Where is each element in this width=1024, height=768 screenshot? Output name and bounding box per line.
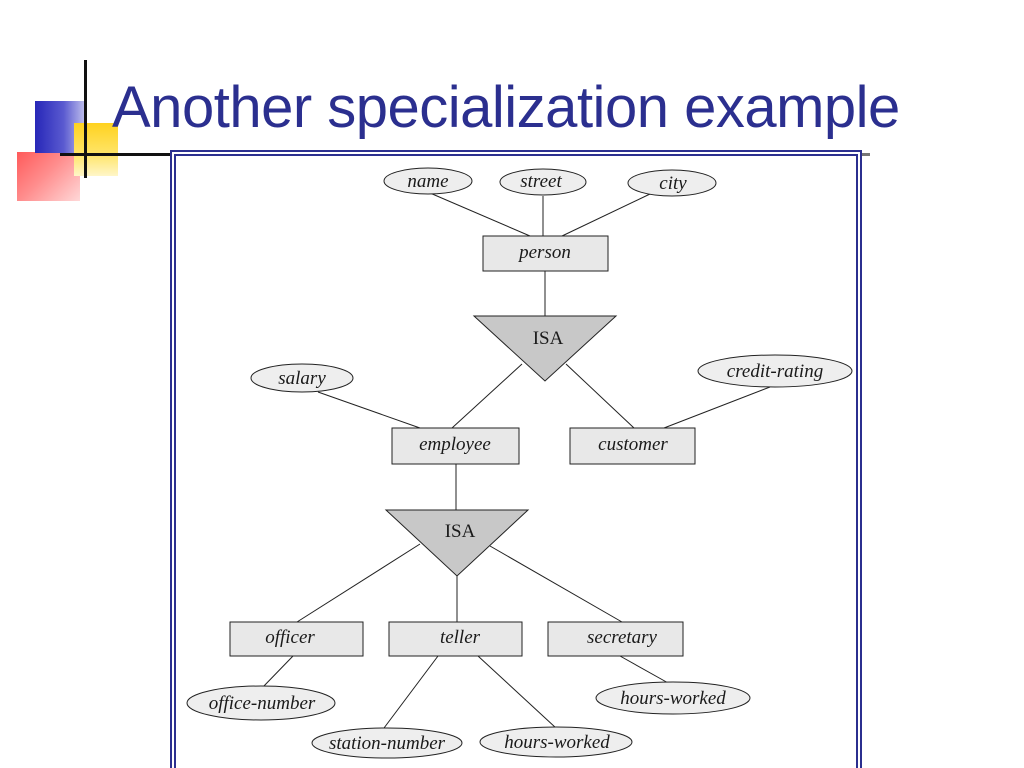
svg-text:name: name [407, 171, 448, 192]
svg-text:office-number: office-number [209, 693, 316, 714]
corner-yellow-square-decoration [74, 123, 118, 176]
entity-teller: teller [388, 621, 523, 657]
attribute-salary: salary [250, 363, 354, 393]
line-isa-employee [451, 363, 523, 429]
line-name-person [429, 192, 531, 237]
svg-text:employee: employee [419, 434, 491, 455]
attribute-credit-rating: credit-rating [697, 354, 853, 388]
svg-text:officer: officer [265, 627, 315, 648]
svg-text:ISA: ISA [533, 328, 564, 349]
line-salary-employee [317, 391, 421, 429]
line-secretary-hours-worked [619, 655, 671, 685]
attribute-street: street [499, 168, 587, 196]
line-credit-rating-customer [663, 386, 771, 429]
line-officer-office-number [261, 655, 294, 689]
svg-text:city: city [659, 173, 687, 194]
svg-text:salary: salary [278, 368, 326, 389]
line-teller-hours-worked [477, 655, 557, 729]
entity-officer: officer [229, 621, 364, 657]
line-isa-secretary [489, 545, 623, 623]
isa-triangle-bottom: ISA [384, 509, 530, 577]
line-teller-station-number [383, 655, 439, 729]
line-isa-officer [296, 543, 421, 623]
line-city-person [561, 193, 651, 237]
attribute-station-number: station-number [311, 727, 463, 759]
svg-text:station-number: station-number [329, 733, 446, 754]
corner-red-square-decoration [17, 152, 80, 201]
entity-secretary: secretary [547, 621, 684, 657]
attribute-name: name [383, 167, 473, 195]
attribute-office-number: office-number [186, 685, 336, 721]
entity-customer: customer [569, 427, 696, 465]
svg-text:credit-rating: credit-rating [727, 361, 823, 382]
line-isa-customer [565, 363, 635, 429]
entity-employee: employee [391, 427, 520, 465]
attribute-teller-hours-worked: hours-worked [479, 726, 633, 758]
svg-text:hours-worked: hours-worked [504, 732, 610, 753]
svg-text:customer: customer [598, 434, 668, 455]
entity-person: person [482, 235, 609, 272]
attribute-secretary-hours-worked: hours-worked [595, 681, 751, 715]
svg-text:secretary: secretary [587, 627, 658, 648]
attribute-city: city [627, 169, 717, 197]
slide-title: Another specialization example [112, 75, 900, 140]
connector-lines [261, 192, 771, 729]
isa-triangle-top: ISA [472, 315, 618, 382]
svg-text:person: person [517, 242, 571, 263]
svg-text:hours-worked: hours-worked [620, 688, 726, 709]
svg-text:street: street [520, 171, 562, 192]
svg-text:teller: teller [440, 627, 481, 648]
svg-text:ISA: ISA [445, 521, 476, 542]
corner-vertical-rule [84, 60, 87, 178]
